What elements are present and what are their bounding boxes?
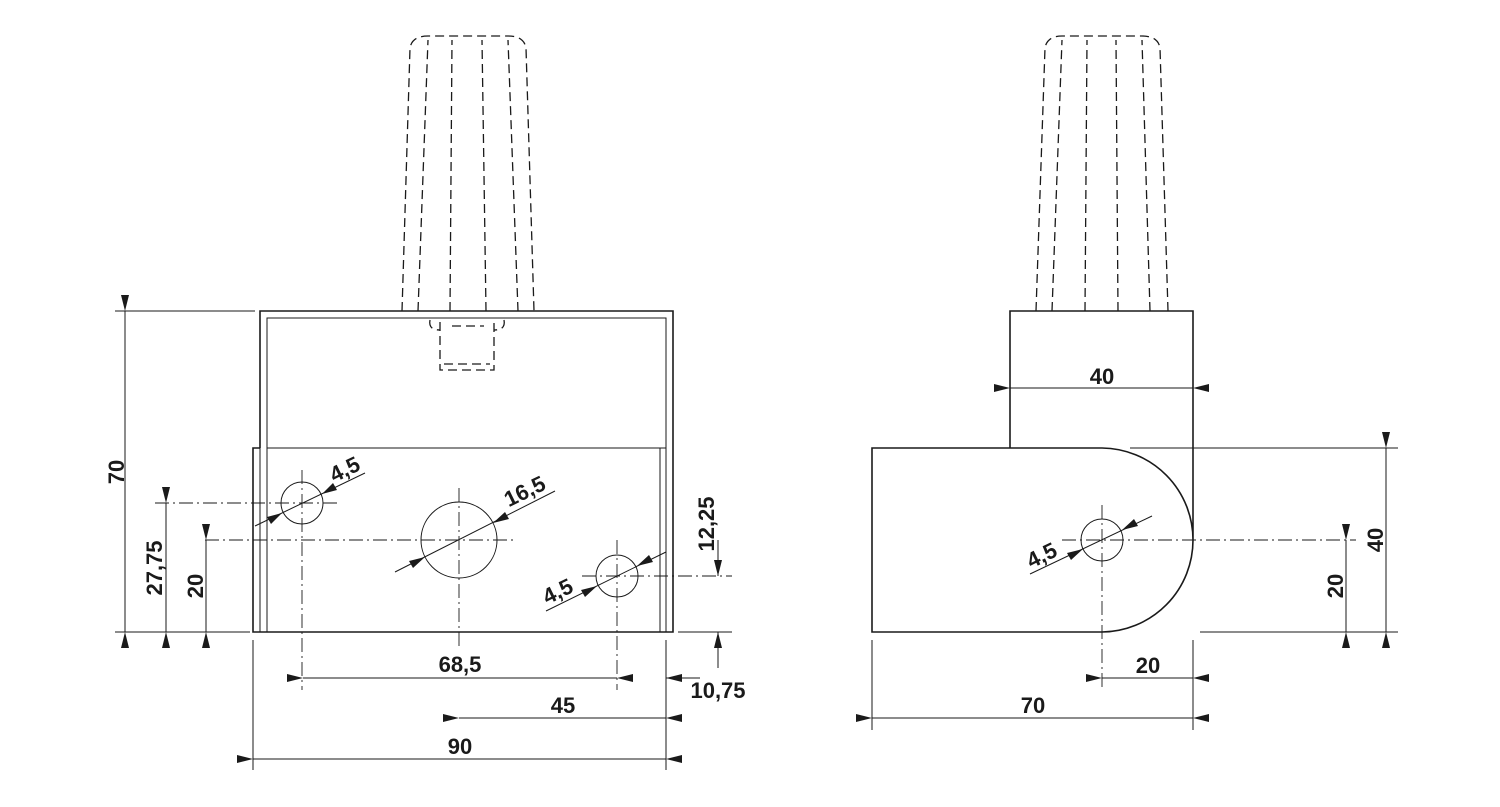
dim-label-center-to-edge: 45 bbox=[551, 693, 575, 718]
dim-label-hole1-dia: 4,5 bbox=[325, 451, 363, 487]
front-view: 70 27,75 20 12,25 68,5 10,75 45 90 4,5 1… bbox=[104, 35, 746, 770]
dim-label-side-width-total: 70 bbox=[1021, 693, 1045, 718]
dim-label-hole-spacing: 68,5 bbox=[439, 652, 482, 677]
dim-label-side-hole-dia: 4,5 bbox=[1022, 537, 1060, 573]
dim-label-hole2-dia: 16,5 bbox=[500, 471, 549, 512]
side-profile-outline bbox=[871, 310, 1194, 633]
side-view: 40 40 20 20 70 4,5 bbox=[856, 35, 1398, 730]
knob-hidden-outline bbox=[401, 35, 535, 371]
knob-hidden-outline-side bbox=[1035, 35, 1169, 312]
dim-label-height-total: 70 bbox=[104, 460, 129, 484]
dim-label-hole-to-edge: 20 bbox=[1136, 653, 1160, 678]
dim-label-hole1-height: 27,75 bbox=[142, 540, 167, 595]
dim-label-hole-height: 20 bbox=[1323, 574, 1348, 598]
center-lines bbox=[155, 470, 732, 690]
side-center-lines bbox=[1062, 505, 1356, 690]
dim-label-width-total: 90 bbox=[448, 734, 472, 759]
dim-label-upper-width: 40 bbox=[1090, 364, 1114, 389]
dim-label-edge-offset: 10,75 bbox=[690, 678, 745, 703]
dim-label-hole3-dia: 4,5 bbox=[538, 573, 576, 609]
dim-arrows-12-25 bbox=[714, 560, 722, 648]
side-extension-lines bbox=[871, 380, 1398, 730]
extension-lines bbox=[115, 310, 732, 770]
housing-inner-lines bbox=[259, 317, 667, 632]
dim-label-hole3-offset: 12,25 bbox=[694, 496, 719, 551]
housing-outline bbox=[252, 310, 674, 633]
dim-label-lower-height: 40 bbox=[1363, 528, 1388, 552]
dim-label-hole2-height: 20 bbox=[183, 574, 208, 598]
